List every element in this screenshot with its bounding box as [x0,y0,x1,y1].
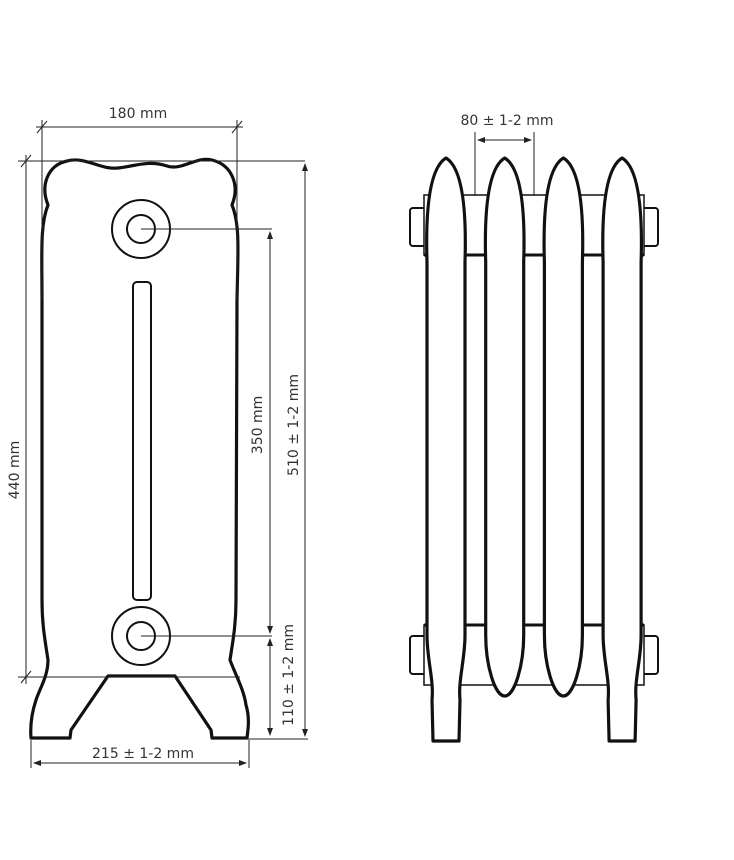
radiator-section [483,156,526,698]
height-label: 440 mm [7,441,23,499]
section-pitch-label: 80 ± 1-2 mm [460,113,553,129]
total-height-label: 510 ± 1-2 mm [286,374,302,476]
foot-width-label: 215 ± 1-2 mm [92,746,194,762]
floor-to-axis-label: 110 ± 1-2 mm [281,624,297,726]
front-view: 80 ± 1-2 mm [409,113,659,743]
side-view: 180 mm 440 mm 350 mm 510 ± 1-2 mm 110 ± … [7,106,308,768]
center-slot [132,281,152,601]
axis-distance-label: 350 mm [250,396,266,454]
radiator-section [601,156,644,743]
radiator-section [542,156,585,698]
width-label: 180 mm [109,106,167,122]
radiator-section [425,156,467,743]
